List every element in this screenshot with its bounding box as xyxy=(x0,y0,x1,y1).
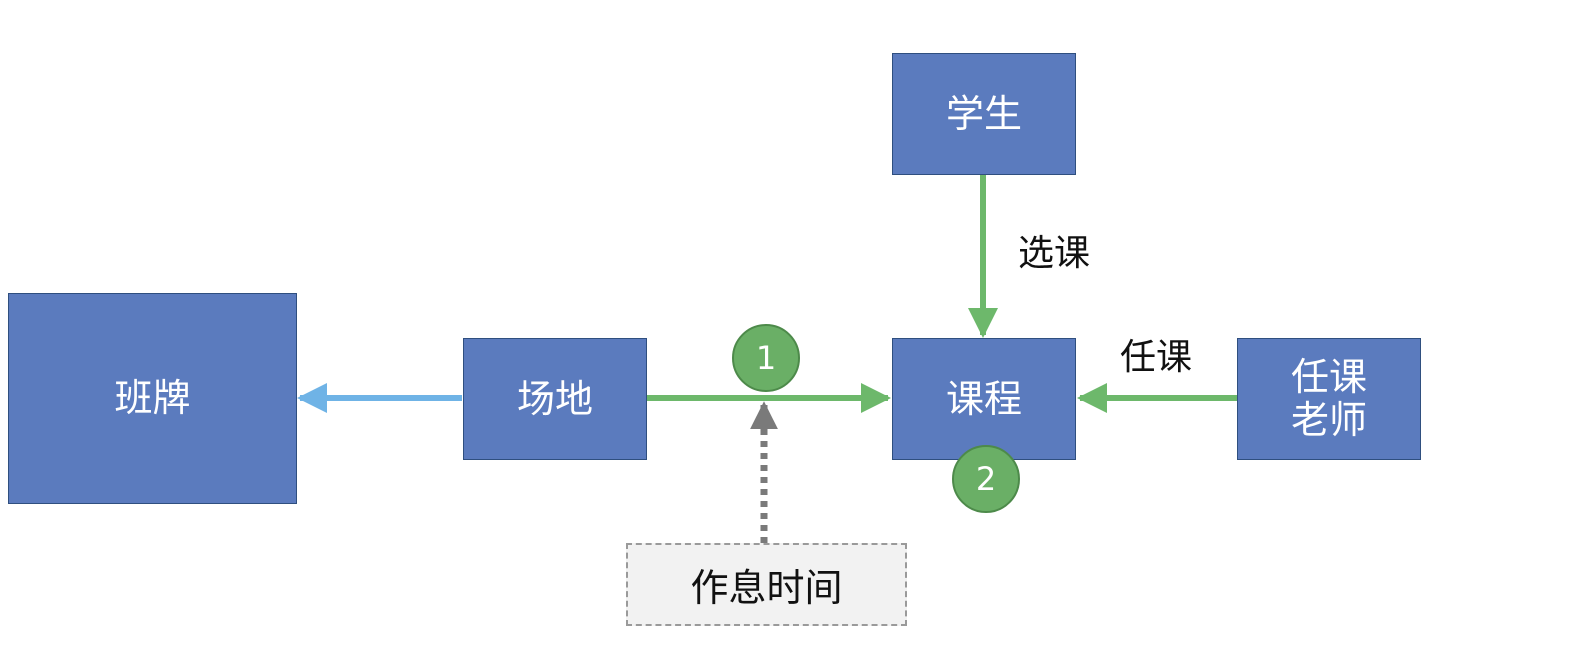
step-badge-2: 2 xyxy=(952,445,1020,513)
external-zuoxi-shijian: 作息时间 xyxy=(626,543,907,626)
node-changdi: 场地 xyxy=(463,338,647,460)
node-renke-laoshi: 任课 老师 xyxy=(1237,338,1421,460)
label-renke: 任课 xyxy=(1120,337,1193,378)
node-xuesheng: 学生 xyxy=(892,53,1076,175)
step-badge-1: 1 xyxy=(732,324,800,392)
node-kecheng: 课程 xyxy=(892,338,1076,460)
node-banpai: 班牌 xyxy=(8,293,297,504)
label-xuanke: 选课 xyxy=(1018,233,1091,274)
